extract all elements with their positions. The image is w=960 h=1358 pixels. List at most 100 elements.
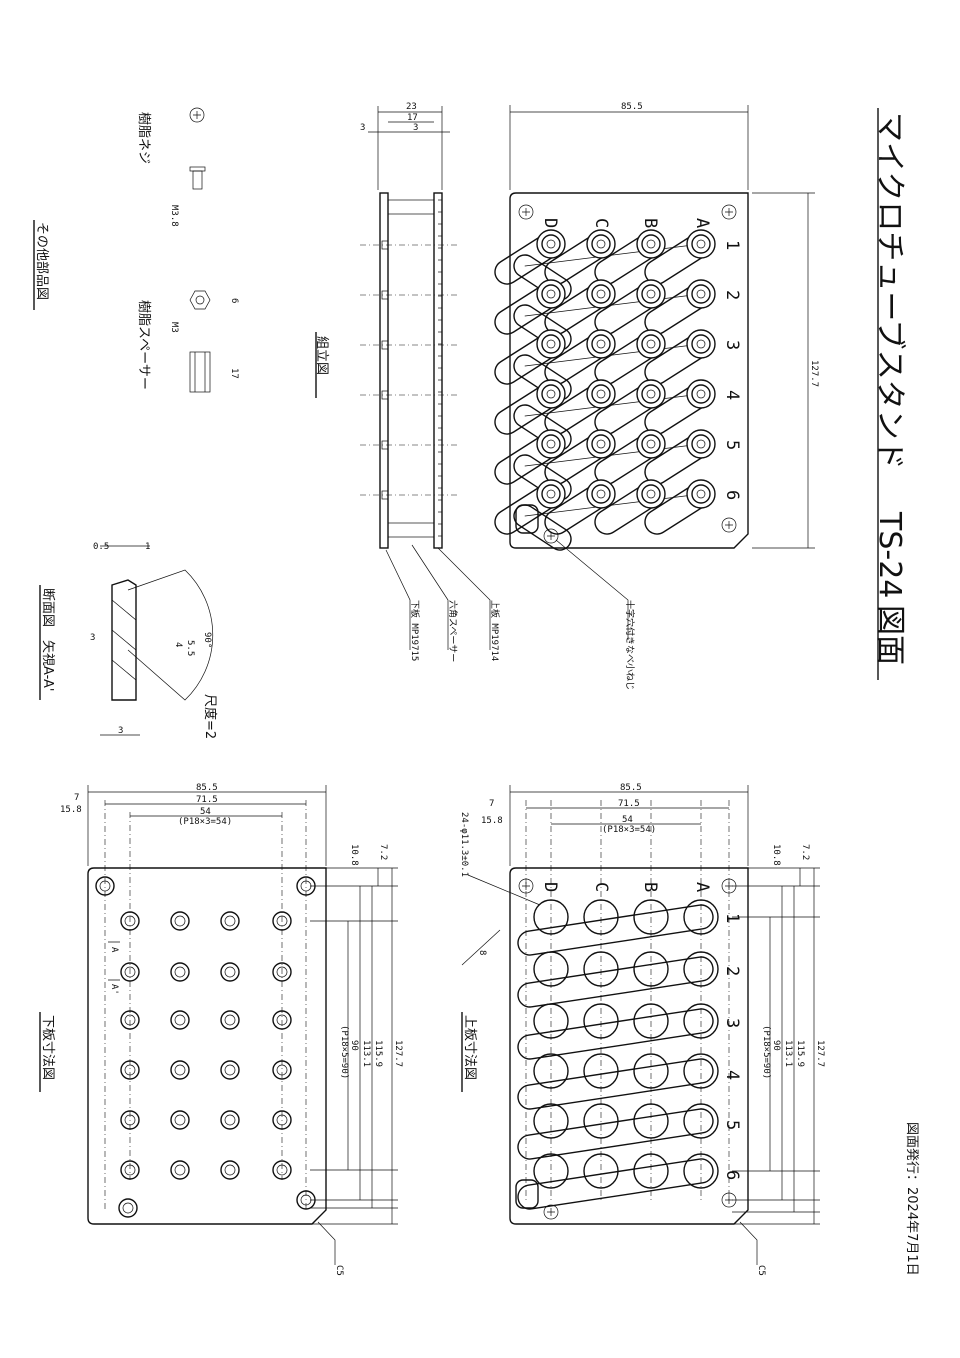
section-dim: 1 (145, 542, 150, 552)
screw-icon (518, 204, 737, 544)
section-body (111, 579, 137, 701)
tube-well-center (646, 339, 656, 349)
tube-well (586, 479, 616, 509)
section-dim: 3 (118, 726, 123, 736)
tube-well (686, 279, 716, 309)
tube-well (536, 329, 566, 359)
tube-well-inner (591, 434, 611, 454)
hole-section (381, 340, 389, 350)
tube-well (586, 429, 616, 459)
assembly-bottom-plate (379, 192, 389, 549)
row-label: 1 (722, 913, 742, 923)
spacer-dim-length: 17 (229, 368, 239, 379)
tube-well (636, 329, 666, 359)
resin-screw-dim: M3.8 (169, 205, 179, 227)
row-label: 1 (722, 240, 742, 250)
tube-well-inner (591, 284, 611, 304)
bp-dim-width: 85.5 (196, 783, 218, 793)
diagonal-slot (517, 1058, 714, 1110)
resin-spacer-label: 樹脂スペーサー (136, 300, 151, 390)
title-block: マイクロチューブスタンド TS-24 図面 (872, 108, 907, 680)
tube-well-center (646, 239, 656, 249)
tube-well-center (646, 389, 656, 399)
tube-well-center (646, 439, 656, 449)
tube-hole (170, 962, 190, 982)
tube-well-inner (691, 484, 711, 504)
tube-well-center (596, 339, 606, 349)
tube-well (686, 379, 716, 409)
row-label: 2 (722, 966, 742, 976)
bp-corner: C5 (334, 1265, 344, 1276)
tube-well-inner (591, 484, 611, 504)
tube-hole (220, 962, 240, 982)
top-width-dim: 85.5 (621, 102, 643, 112)
hole-section (381, 490, 389, 500)
tube-well-inner (591, 384, 611, 404)
section-label: 断面図 矢視A-A' (40, 588, 55, 691)
tube-hole-inner (224, 915, 236, 927)
spacer-dim-thread: M3 (169, 322, 179, 333)
section-dim: 3 (90, 633, 95, 643)
tp-dim-side: (P18×5=90) (761, 1025, 771, 1079)
tube-well (586, 229, 616, 259)
column-label: B (640, 882, 660, 892)
bp-dim-offset: 15.8 (60, 805, 82, 815)
column-label: D (540, 218, 560, 228)
diagonal-slot (517, 956, 714, 1008)
top-plate-dims: A B C D 1 2 3 4 5 6 85.5 71.5 54 (P18×3=… (459, 783, 825, 1276)
bp-dim-side: 10.8 (349, 844, 359, 866)
callout-bottom-plate: 下板 MP19715 (409, 600, 421, 661)
tube-well-center (596, 289, 606, 299)
bp-dim-hole-span: 71.5 (196, 795, 218, 805)
assembly-centerlines (360, 199, 460, 537)
tube-well-inner (641, 384, 661, 404)
tube-well-center (546, 289, 556, 299)
row-label: 6 (722, 490, 742, 500)
column-label: D (540, 882, 560, 892)
tube-well (686, 479, 716, 509)
hole-section (381, 290, 389, 300)
tube-well-center (596, 489, 606, 499)
bp-dim-side: 127.7 (393, 1040, 403, 1067)
tube-well (586, 279, 616, 309)
tube-well-inner (541, 284, 561, 304)
tube-hole (220, 1160, 240, 1180)
bp-dim-side: 90 (349, 1040, 359, 1051)
tp-dim-pitch-note: (P18×3=54) (602, 825, 656, 835)
bp-dim-side: (P18×5=90) (339, 1025, 349, 1079)
assembly-label: 組立図 (314, 336, 329, 375)
leader-line (555, 539, 629, 640)
tp-dim-hole-span: 71.5 (618, 799, 640, 809)
tube-hole-inner (224, 1114, 236, 1126)
tube-well-inner (691, 334, 711, 354)
tp-dim-side: 90 (771, 1040, 781, 1051)
resin-spacer-drawing (189, 290, 211, 393)
tube-hole-inner (224, 966, 236, 978)
top-holes (536, 229, 716, 509)
tube-hole-inner (174, 966, 186, 978)
tube-well (636, 479, 666, 509)
top-plate-dims-outline (509, 867, 749, 1225)
tube-well-center (646, 489, 656, 499)
assembly-dim-width: 23 (406, 102, 417, 112)
tube-well-inner (641, 284, 661, 304)
tube-well (536, 229, 566, 259)
tube-well-inner (541, 434, 561, 454)
tube-well (636, 379, 666, 409)
assembly-dim-plate: 3 (360, 123, 365, 133)
tube-well-inner (691, 234, 711, 254)
tube-hole (220, 1010, 240, 1030)
tube-well-center (696, 239, 706, 249)
top-plate-view: 85.5 127.7 A B C D 1 2 3 4 5 6 十字穴付きなべ小 (494, 102, 819, 690)
bottom-plate-dims: 85.5 71.5 54 (P18×3=54) 7 15.8 10.8 7.2 … (39, 783, 403, 1276)
resin-screw-drawing (189, 107, 206, 190)
tube-well-center (696, 339, 706, 349)
section-dim: 4 (173, 642, 183, 647)
tp-dim-side: 115.9 (795, 1040, 805, 1067)
drawing-suffix: 図面 (872, 605, 907, 665)
screw-hole (118, 1198, 138, 1218)
assembly-spacer-top (387, 199, 435, 215)
row-label: 5 (722, 1120, 742, 1130)
tube-well-center (546, 439, 556, 449)
